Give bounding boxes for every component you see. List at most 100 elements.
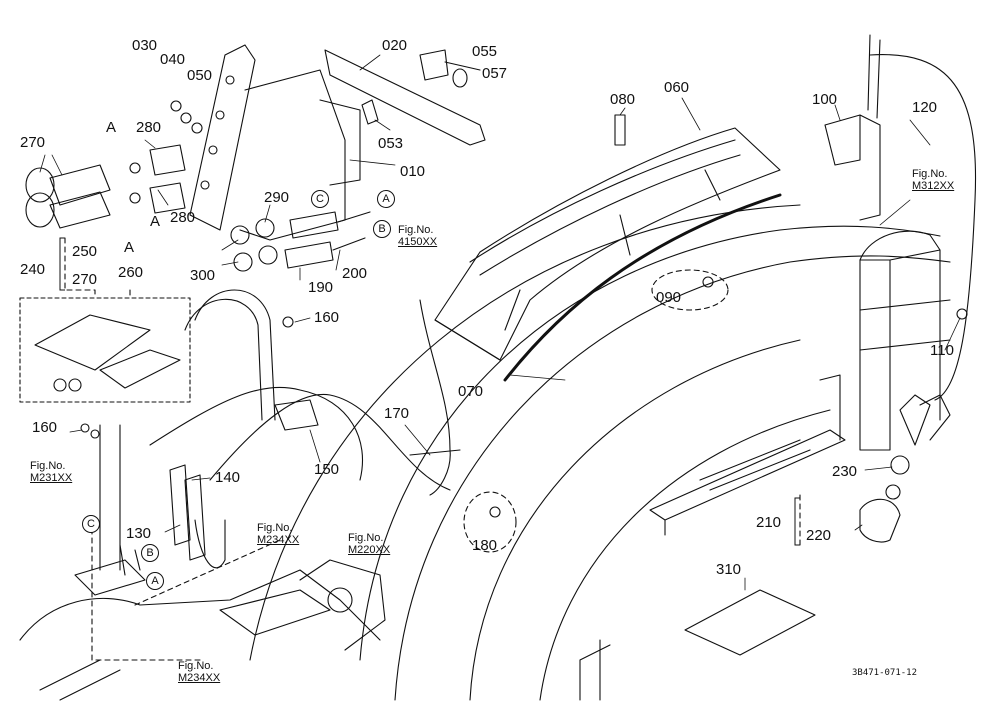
- diagram-code: 3B471-071-12: [852, 668, 918, 678]
- part-label-030: 030: [132, 37, 158, 54]
- fig-ref-code: M312XX: [912, 180, 955, 192]
- connector-a-inset: A: [124, 239, 135, 256]
- boss-hole: [327, 587, 353, 613]
- fig-ref-prefix: Fig.No.: [348, 532, 384, 544]
- lever-bracket: [189, 44, 361, 241]
- manual: [684, 589, 816, 656]
- fender-cover: [434, 127, 781, 361]
- part-label-070: 070: [458, 383, 484, 400]
- fig-ref-prefix: Fig.No.: [257, 522, 293, 534]
- rops-post: [859, 230, 951, 451]
- connector-b-circle-right: B: [373, 220, 391, 238]
- inset-box: [19, 297, 191, 403]
- part-label-290: 290: [264, 189, 290, 206]
- part-label-010: 010: [400, 163, 426, 180]
- washer-057: [452, 68, 468, 88]
- connector-a-lower: A: [150, 213, 161, 230]
- part-label-050: 050: [187, 67, 213, 84]
- fender-body: [249, 204, 951, 701]
- part-label-040: 040: [160, 51, 186, 68]
- fig-ref-prefix: Fig.No.: [912, 168, 948, 180]
- part-label-180: 180: [472, 537, 498, 554]
- relay-plates: [169, 464, 226, 569]
- part-label-120: 120: [912, 99, 938, 116]
- cable-loop-right: [869, 54, 977, 401]
- part-label-280-bottom: 280: [170, 209, 196, 226]
- oval-180: [463, 491, 517, 553]
- fig-ref-code: M220XX: [348, 544, 391, 556]
- part-label-210: 210: [756, 514, 782, 531]
- fig-ref-code: M234XX: [178, 672, 221, 684]
- fig-ref-prefix: Fig.No.: [398, 224, 434, 236]
- rubber-seal: [503, 193, 782, 382]
- washers-290-300: [230, 218, 278, 272]
- part-label-270-top: 270: [20, 134, 46, 151]
- part-label-060: 060: [664, 79, 690, 96]
- hose-couplers-right: [899, 394, 951, 446]
- part-label-150: 150: [314, 461, 340, 478]
- fig-ref-m220xx: Fig.No. M220XX: [348, 532, 390, 556]
- rod: [867, 34, 881, 119]
- cable-170: [419, 299, 451, 496]
- connector-a-circle-left: A: [146, 572, 164, 590]
- part-label-130: 130: [126, 525, 152, 542]
- connector-a-circle-right: A: [377, 190, 395, 208]
- part-label-270-inset: 270: [72, 271, 98, 288]
- part-label-230: 230: [832, 463, 858, 480]
- part-label-220: 220: [806, 527, 832, 544]
- part-label-300: 300: [190, 267, 216, 284]
- fig-ref-m312xx: Fig.No. M312XX: [912, 168, 954, 192]
- fig-ref-code: 4150XX: [398, 236, 438, 248]
- fig-ref-prefix: Fig.No.: [30, 460, 66, 472]
- part-label-190: 190: [308, 279, 334, 296]
- part-label-020: 020: [382, 37, 408, 54]
- adapters-190-200: [284, 211, 371, 269]
- bolt-053: [361, 99, 379, 125]
- part-label-057: 057: [482, 65, 508, 82]
- fig-ref-code: M234XX: [257, 534, 300, 546]
- part-label-100: 100: [812, 91, 838, 108]
- fig-ref-m234xx-lower: Fig.No. M234XX: [178, 660, 220, 684]
- coupler-230: [890, 455, 910, 475]
- connector-c-circle-left: C: [82, 515, 100, 533]
- part-label-110: 110: [930, 342, 954, 359]
- bolt-160-upper: [282, 316, 294, 328]
- connector-a-top: A: [106, 119, 117, 136]
- connector-c-circle-right: C: [311, 190, 329, 208]
- part-label-280-top: 280: [136, 119, 162, 136]
- part-label-053: 053: [378, 135, 404, 152]
- leader-dashes: [64, 237, 801, 661]
- couplers-left: [25, 144, 186, 229]
- leader-lines: [39, 54, 961, 591]
- part-label-310: 310: [716, 561, 742, 578]
- fig-ref-code: M231XX: [30, 472, 73, 484]
- part-label-170: 170: [384, 405, 410, 422]
- fig-ref-m231xx: Fig.No. M231XX: [30, 460, 72, 484]
- connector-b-circle-left: B: [141, 544, 159, 562]
- harness-140: [149, 386, 364, 481]
- oval-090: [651, 269, 729, 311]
- bolt-080: [614, 114, 626, 146]
- step-plate: [649, 429, 846, 536]
- mount-plate: [74, 559, 146, 596]
- part-label-200: 200: [342, 265, 368, 282]
- part-label-080: 080: [610, 91, 636, 108]
- harness-150: [209, 393, 451, 491]
- bolt-055: [419, 49, 481, 81]
- fig-ref-4150xx: Fig.No. 4150XX: [398, 224, 437, 248]
- bolt-160-lower-a: [80, 423, 90, 433]
- fig-ref-m234xx-upper: Fig.No. M234XX: [257, 522, 299, 546]
- nuts-top: [170, 100, 203, 134]
- lower-frame: [19, 569, 381, 641]
- part-label-055: 055: [472, 43, 498, 60]
- part-label-160-upper: 160: [314, 309, 340, 326]
- part-label-250: 250: [72, 243, 98, 260]
- bracket: [824, 114, 881, 221]
- link-020: [324, 49, 486, 146]
- bolt-110: [956, 308, 968, 320]
- fig-ref-prefix: Fig.No.: [178, 660, 214, 672]
- bolt-160-lower-b: [90, 429, 100, 439]
